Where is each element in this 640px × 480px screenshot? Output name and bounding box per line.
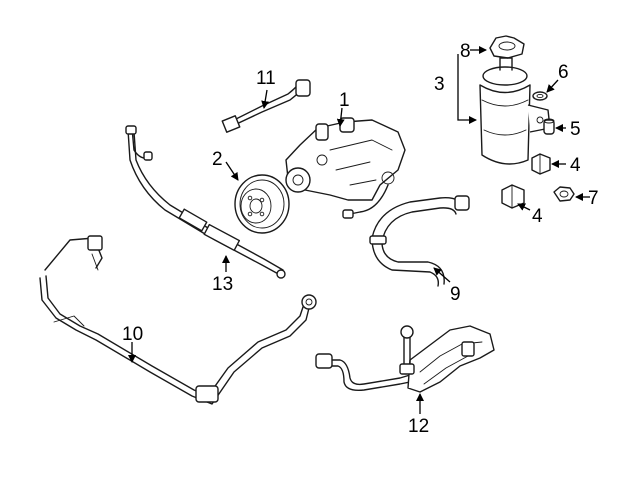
callout-5: 5 [570,119,581,140]
callout-3: 3 [434,74,445,95]
callout-4b: 4 [532,206,543,227]
callout-labels: 1 2 3 4 4 5 6 7 8 9 10 11 12 13 [122,41,599,437]
part-12-cooler-line [315,325,495,393]
part-13-pressure-line [125,125,286,279]
callout-1: 1 [339,90,350,111]
part-7-nut [553,186,575,202]
callout-9: 9 [450,284,461,305]
callout-13: 13 [212,274,233,295]
part-6-washer [532,91,548,101]
part-8-reservoir-cap [489,35,525,59]
callout-4a: 4 [570,155,581,176]
part-4-grommet-a [531,153,551,175]
part-2-pulley [234,174,290,234]
callout-8: 8 [460,41,471,62]
callout-12: 12 [408,416,429,437]
part-1-power-steering-pump [285,117,406,219]
leader-lines [128,46,590,414]
callout-11: 11 [256,68,276,89]
callout-2: 2 [212,149,223,170]
callout-10: 10 [122,324,143,345]
callout-7: 7 [588,188,599,209]
part-5-sleeve [543,118,555,135]
part-9-return-hose [369,195,470,287]
callout-6: 6 [558,62,569,83]
part-3-reservoir [479,57,551,165]
part-4-grommet-b [501,184,525,209]
part-11-hose [221,79,311,133]
part-10-hose [39,235,317,405]
